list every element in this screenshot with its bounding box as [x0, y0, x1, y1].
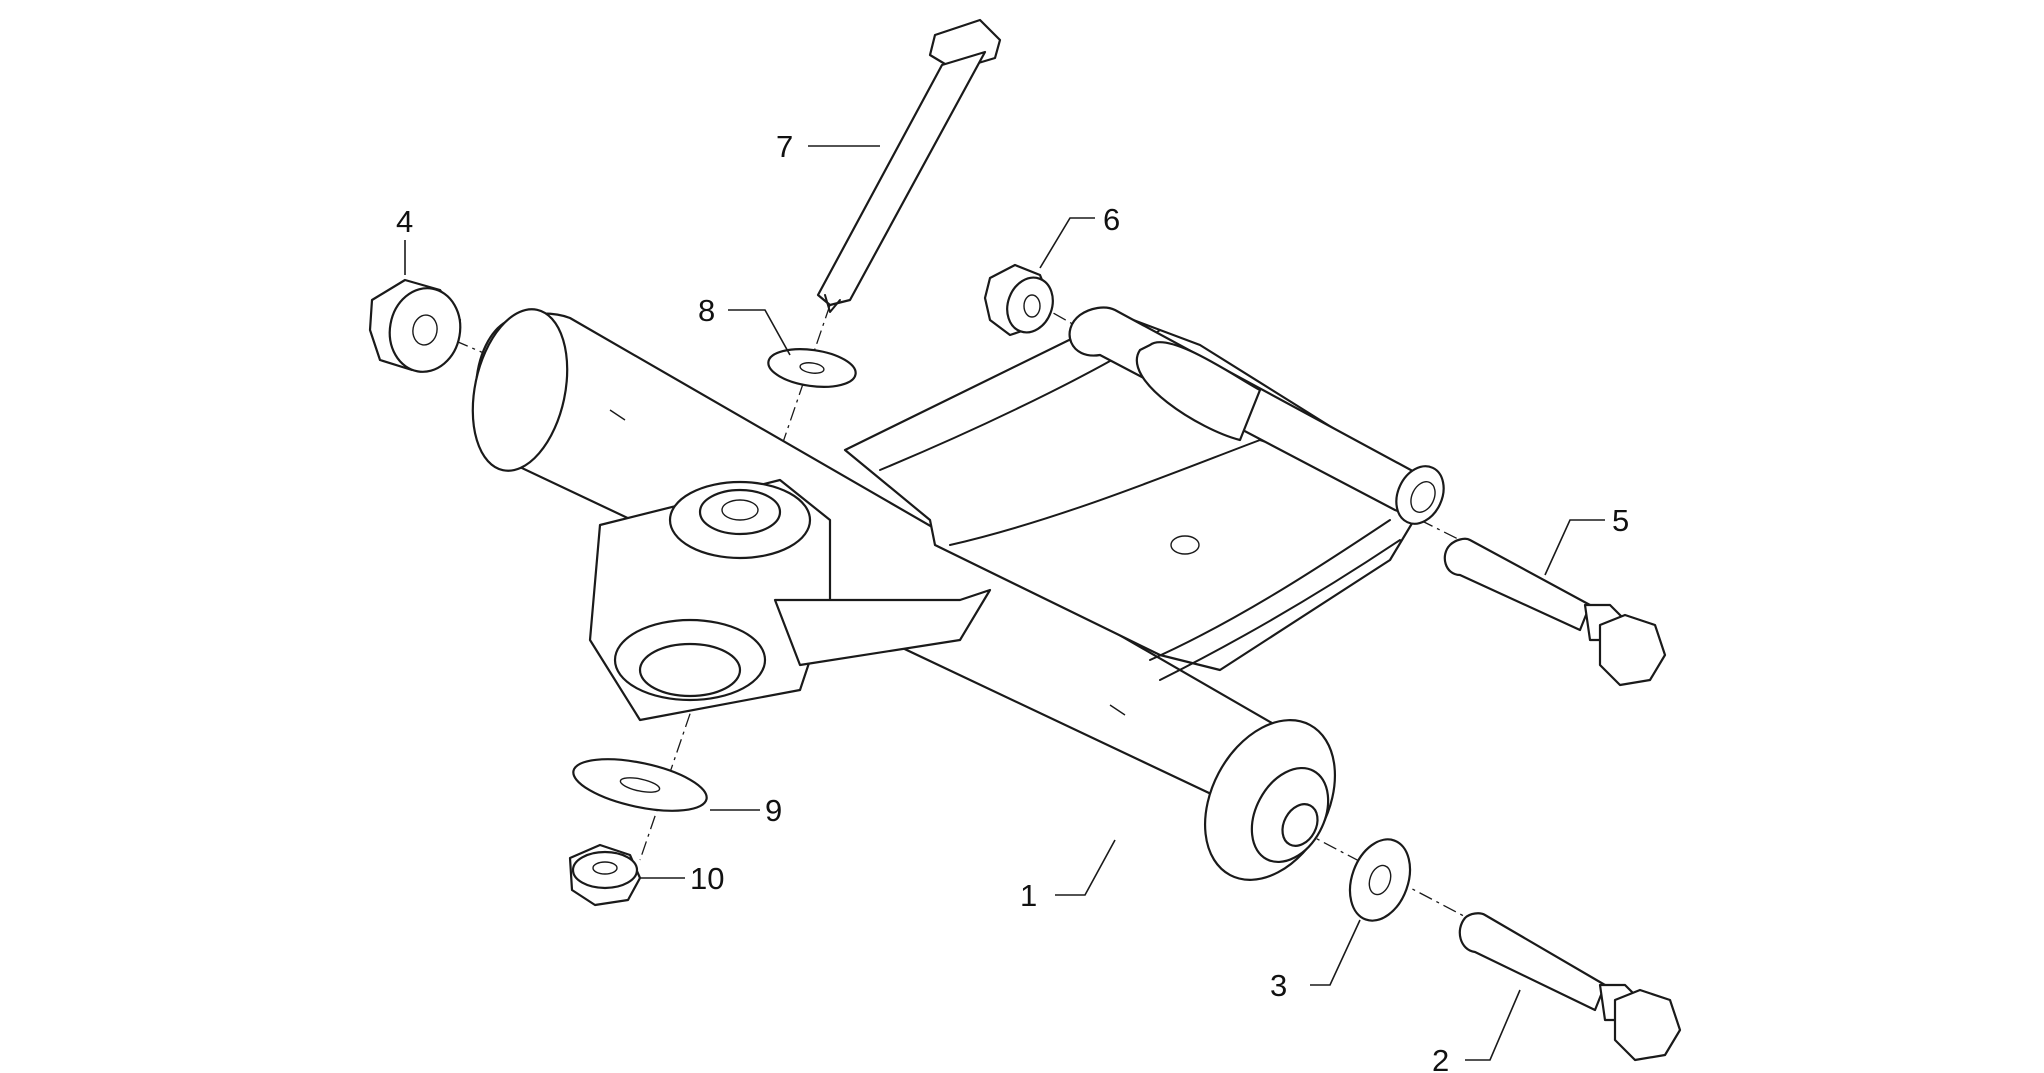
part-4-flange-nut: [368, 278, 462, 373]
part-7-long-bolt: [816, 18, 1002, 313]
callout-7: 7: [776, 129, 880, 164]
callout-3: 3: [1270, 919, 1361, 1003]
frame-bracket-loop: [1136, 341, 1262, 442]
callout-6: 6: [1039, 202, 1120, 269]
callout-8-label: 8: [698, 293, 715, 328]
tube-end-left: [471, 308, 569, 472]
callout-5: 5: [1544, 503, 1629, 576]
callout-9: 9: [710, 793, 782, 828]
tube-end-bore: [1281, 803, 1319, 847]
part-10-nut: [568, 843, 642, 907]
callout-4-label: 4: [396, 204, 413, 239]
callout-1: 1: [1020, 839, 1116, 913]
swing-arm-assembly: [471, 306, 1445, 881]
part-2-bolt: [1458, 912, 1682, 1062]
callout-4: 4: [396, 204, 413, 275]
part-8-washer: [767, 348, 857, 388]
callout-2-label: 2: [1432, 1043, 1449, 1073]
callout-1-label: 1: [1020, 878, 1037, 913]
part-9-washer: [572, 758, 708, 812]
callout-5-label: 5: [1612, 503, 1629, 538]
callout-7-label: 7: [776, 129, 793, 164]
callout-2: 2: [1432, 989, 1521, 1073]
callout-10: 10: [640, 861, 724, 896]
callout-6-label: 6: [1103, 202, 1120, 237]
callout-3-label: 3: [1270, 968, 1287, 1003]
part-3-washer: [1348, 838, 1412, 922]
callout-9-label: 9: [765, 793, 782, 828]
callout-10-label: 10: [690, 861, 724, 896]
part-5-pivot-bolt: [1443, 537, 1667, 687]
callout-8: 8: [698, 293, 791, 356]
part-6-nut: [983, 263, 1054, 337]
